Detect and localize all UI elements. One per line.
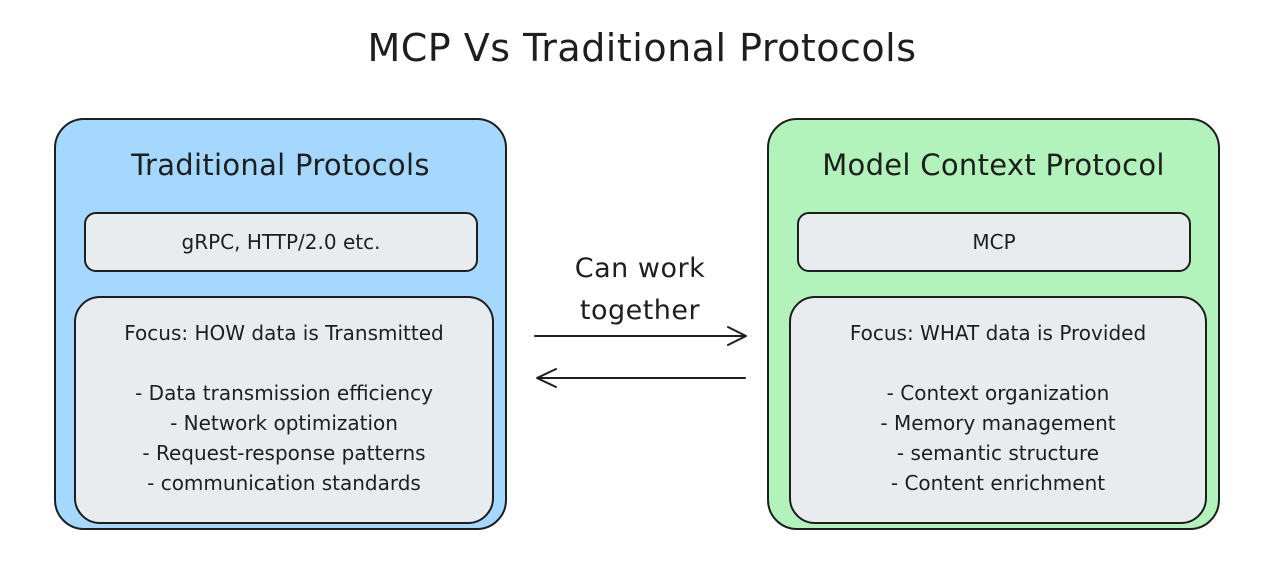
connector-label: Can work together xyxy=(520,248,760,332)
bidirectional-arrows xyxy=(534,326,747,388)
protocol-name-box: MCP xyxy=(797,212,1191,272)
panel-title-mcp: Model Context Protocol xyxy=(822,148,1165,182)
model-context-protocol-panel: Model Context Protocol MCP Focus: WHAT d… xyxy=(767,118,1220,530)
list-item: - Request-response patterns xyxy=(142,441,426,465)
list-item: - Network optimization xyxy=(170,411,398,435)
protocol-examples-box: gRPC, HTTP/2.0 etc. xyxy=(84,212,478,272)
list-item: - Content enrichment xyxy=(890,471,1106,495)
connector-label-line1: Can work xyxy=(574,253,706,284)
list-item: - Data transmission efficiency xyxy=(135,381,433,405)
protocol-examples-text: gRPC, HTTP/2.0 etc. xyxy=(181,230,381,254)
arrow-left-icon xyxy=(536,368,746,388)
focus-heading: Focus: HOW data is Transmitted xyxy=(124,321,444,345)
list-item: - Memory management xyxy=(880,411,1116,435)
focus-box-traditional: Focus: HOW data is Transmitted - Data tr… xyxy=(74,296,494,524)
panel-title-traditional: Traditional Protocols xyxy=(131,148,430,182)
traditional-protocols-panel: Traditional Protocols gRPC, HTTP/2.0 etc… xyxy=(54,118,507,530)
list-item: - semantic structure xyxy=(896,441,1100,465)
list-item: - Context organization xyxy=(886,381,1110,405)
page-title: MCP Vs Traditional Protocols xyxy=(367,26,917,70)
arrow-right-icon xyxy=(534,326,747,346)
connector-label-line2: together xyxy=(579,295,701,326)
list-item: - communication standards xyxy=(147,471,421,495)
focus-heading: Focus: WHAT data is Provided xyxy=(849,321,1147,345)
protocol-name-text: MCP xyxy=(972,230,1016,254)
focus-box-mcp: Focus: WHAT data is Provided - Context o… xyxy=(789,296,1207,524)
